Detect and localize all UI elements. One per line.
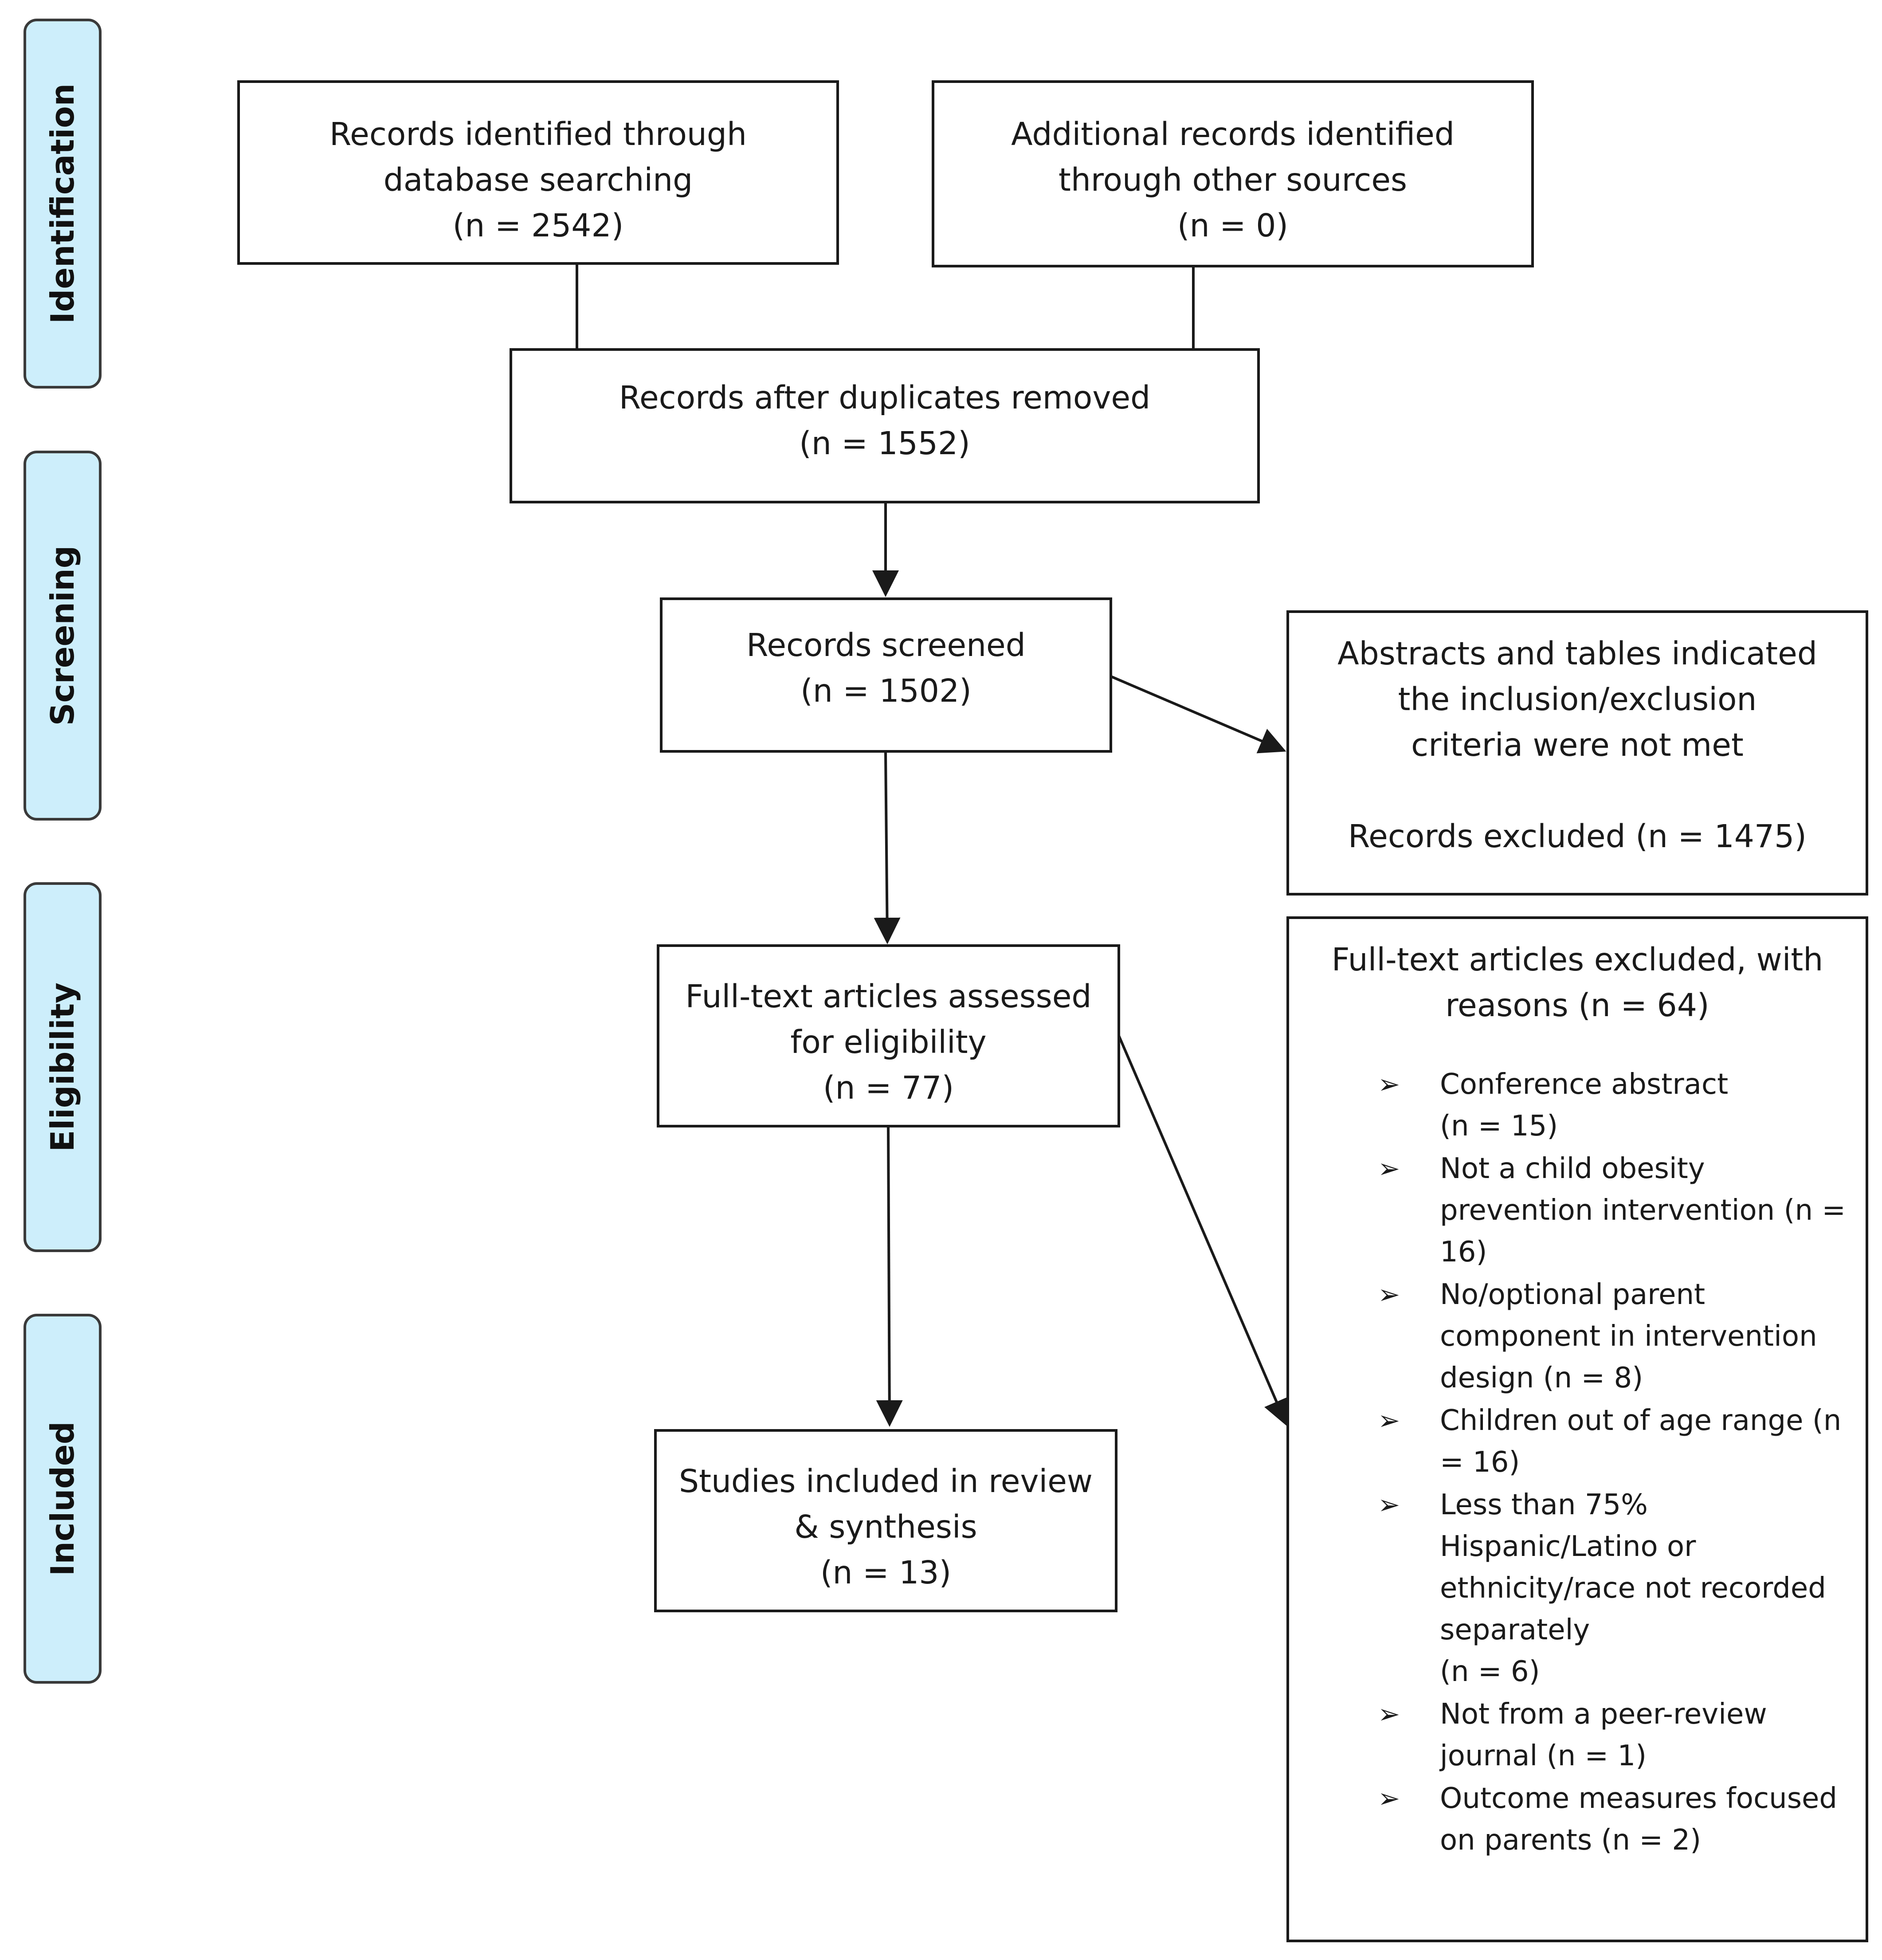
phase-screening: Screening	[24, 451, 102, 821]
exclusion-reason-text: Children out of age range (n = 16)	[1440, 1404, 1842, 1479]
records-screened-count: (n = 1502)	[800, 672, 972, 709]
phase-identification-label: Identification	[44, 83, 81, 324]
fulltext-excluded-line1: Full-text articles excluded, with	[1331, 941, 1823, 978]
exclusion-reason: ➢ Not a child obesity prevention interve…	[1378, 1148, 1852, 1273]
arrow-screened-to-excluded	[1110, 675, 1286, 754]
fulltext-assessed-line1: Full-text articles assessed	[685, 978, 1092, 1015]
exclusion-reason-text: Outcome measures focused on parents (n =…	[1440, 1782, 1838, 1857]
database-records-count: (n = 2542)	[452, 207, 624, 244]
box-records-screened: Records screened (n = 1502)	[660, 597, 1112, 753]
records-excluded-line2: the inclusion/exclusion	[1398, 681, 1757, 718]
arrow-bullet-icon: ➢	[1378, 1405, 1400, 1436]
exclusion-reason-text: No/optional parent component in interven…	[1440, 1278, 1817, 1394]
phase-identification: Identification	[24, 19, 102, 389]
phase-included: Included	[24, 1314, 102, 1684]
studies-included-count: (n = 13)	[820, 1554, 952, 1591]
arrow-bullet-icon: ➢	[1378, 1699, 1400, 1730]
box-other-sources: Additional records identified through ot…	[932, 80, 1534, 267]
fulltext-assessed-count: (n = 77)	[823, 1069, 954, 1106]
phase-screening-label: Screening	[44, 545, 81, 726]
exclusion-reason: ➢ Less than 75% Hispanic/Latino or ethni…	[1378, 1484, 1852, 1693]
box-database-records: Records identified through database sear…	[237, 80, 839, 265]
arrow-bullet-icon: ➢	[1378, 1153, 1400, 1184]
other-sources-count: (n = 0)	[1177, 207, 1289, 244]
arrow-fulltext-to-included	[876, 1127, 903, 1427]
exclusion-reason: ➢ Children out of age range (n = 16)	[1378, 1400, 1852, 1483]
arrow-screened-to-fulltext	[874, 752, 901, 944]
studies-included-line2: & synthesis	[794, 1508, 977, 1545]
box-fulltext-assessed: Full-text articles assessed for eligibil…	[657, 944, 1120, 1127]
other-sources-line2: through other sources	[1058, 161, 1408, 198]
arrow-bullet-icon: ➢	[1378, 1279, 1400, 1310]
fulltext-excluded-header: Full-text articles excluded, with reason…	[1302, 937, 1852, 1028]
arrow-bullet-icon: ➢	[1378, 1783, 1400, 1814]
phase-included-label: Included	[44, 1421, 81, 1576]
records-excluded-line3: criteria were not met	[1411, 727, 1744, 763]
records-excluded-line1: Abstracts and tables indicated	[1337, 635, 1817, 672]
database-records-line2: database searching	[383, 161, 693, 198]
records-excluded-count: Records excluded (n = 1475)	[1348, 818, 1807, 855]
exclusion-reason-text: Not a child obesity prevention intervent…	[1440, 1152, 1846, 1269]
exclusion-reason-text: Less than 75% Hispanic/Latino or ethnici…	[1440, 1489, 1826, 1688]
exclusion-reasons-list: ➢ Conference abstract (n = 15) ➢ Not a c…	[1378, 1064, 1852, 1861]
fulltext-assessed-line2: for eligibility	[790, 1024, 987, 1061]
phase-eligibility-label: Eligibility	[44, 982, 81, 1152]
fulltext-excluded-line2: reasons (n = 64)	[1445, 987, 1709, 1024]
arrow-fulltext-to-excluded-reasons	[1117, 1035, 1289, 1426]
exclusion-reason: ➢ Outcome measures focused on parents (n…	[1378, 1778, 1852, 1861]
exclusion-reason-text: Not from a peer-review journal (n = 1)	[1440, 1698, 1767, 1772]
exclusion-reason: ➢ Not from a peer-review journal (n = 1)	[1378, 1693, 1852, 1777]
arrow-bullet-icon: ➢	[1378, 1489, 1400, 1520]
exclusion-reason: ➢ Conference abstract (n = 15)	[1378, 1064, 1852, 1147]
arrow-bullet-icon: ➢	[1378, 1069, 1400, 1100]
studies-included-line1: Studies included in review	[679, 1463, 1093, 1500]
records-screened-label: Records screened	[746, 627, 1026, 664]
box-records-excluded: Abstracts and tables indicated the inclu…	[1286, 610, 1868, 896]
box-studies-included: Studies included in review & synthesis (…	[654, 1429, 1117, 1612]
exclusion-reason: ➢ No/optional parent component in interv…	[1378, 1274, 1852, 1399]
box-fulltext-excluded: Full-text articles excluded, with reason…	[1286, 916, 1868, 1942]
duplicates-removed-label: Records after duplicates removed	[619, 379, 1151, 416]
database-records-line1: Records identified through	[329, 116, 747, 153]
phase-eligibility: Eligibility	[24, 882, 102, 1252]
other-sources-line1: Additional records identified	[1011, 116, 1455, 153]
box-duplicates-removed: Records after duplicates removed (n = 15…	[510, 348, 1260, 503]
exclusion-reason-text: Conference abstract (n = 15)	[1440, 1068, 1729, 1143]
duplicates-removed-count: (n = 1552)	[799, 425, 970, 462]
